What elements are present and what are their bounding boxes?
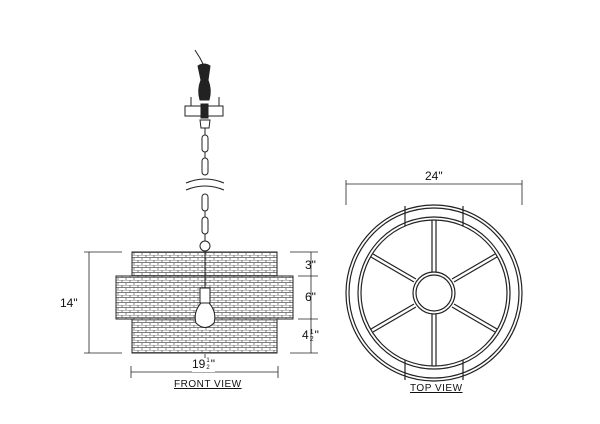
- top-band-dimension: 3": [305, 258, 316, 272]
- numerator: 1: [309, 329, 314, 336]
- height-dimension: 14": [60, 296, 78, 310]
- chain: [201, 128, 209, 241]
- numerator: 1: [206, 358, 210, 364]
- whole: 4: [302, 328, 309, 343]
- denominator: 2: [206, 365, 210, 371]
- unit: ": [314, 328, 319, 343]
- front-dimensions: [84, 251, 318, 378]
- diameter-dimension: 24": [425, 169, 443, 183]
- shade-front: [115, 251, 294, 354]
- top-view-label: TOP VIEW: [410, 383, 463, 394]
- hanging-hardware: [184, 49, 225, 252]
- top-dimensions: [345, 180, 523, 205]
- unit: ": [210, 357, 215, 372]
- ring: [199, 240, 211, 252]
- front-view-label: FRONT VIEW: [174, 379, 242, 390]
- plug: [197, 63, 211, 101]
- whole: 19: [192, 357, 206, 372]
- bulb: [194, 302, 216, 328]
- break-line: [185, 178, 225, 184]
- top-view: [345, 204, 523, 382]
- socket: [199, 287, 211, 304]
- middle-band-dimension: 6": [305, 290, 316, 304]
- denominator: 2: [309, 336, 314, 343]
